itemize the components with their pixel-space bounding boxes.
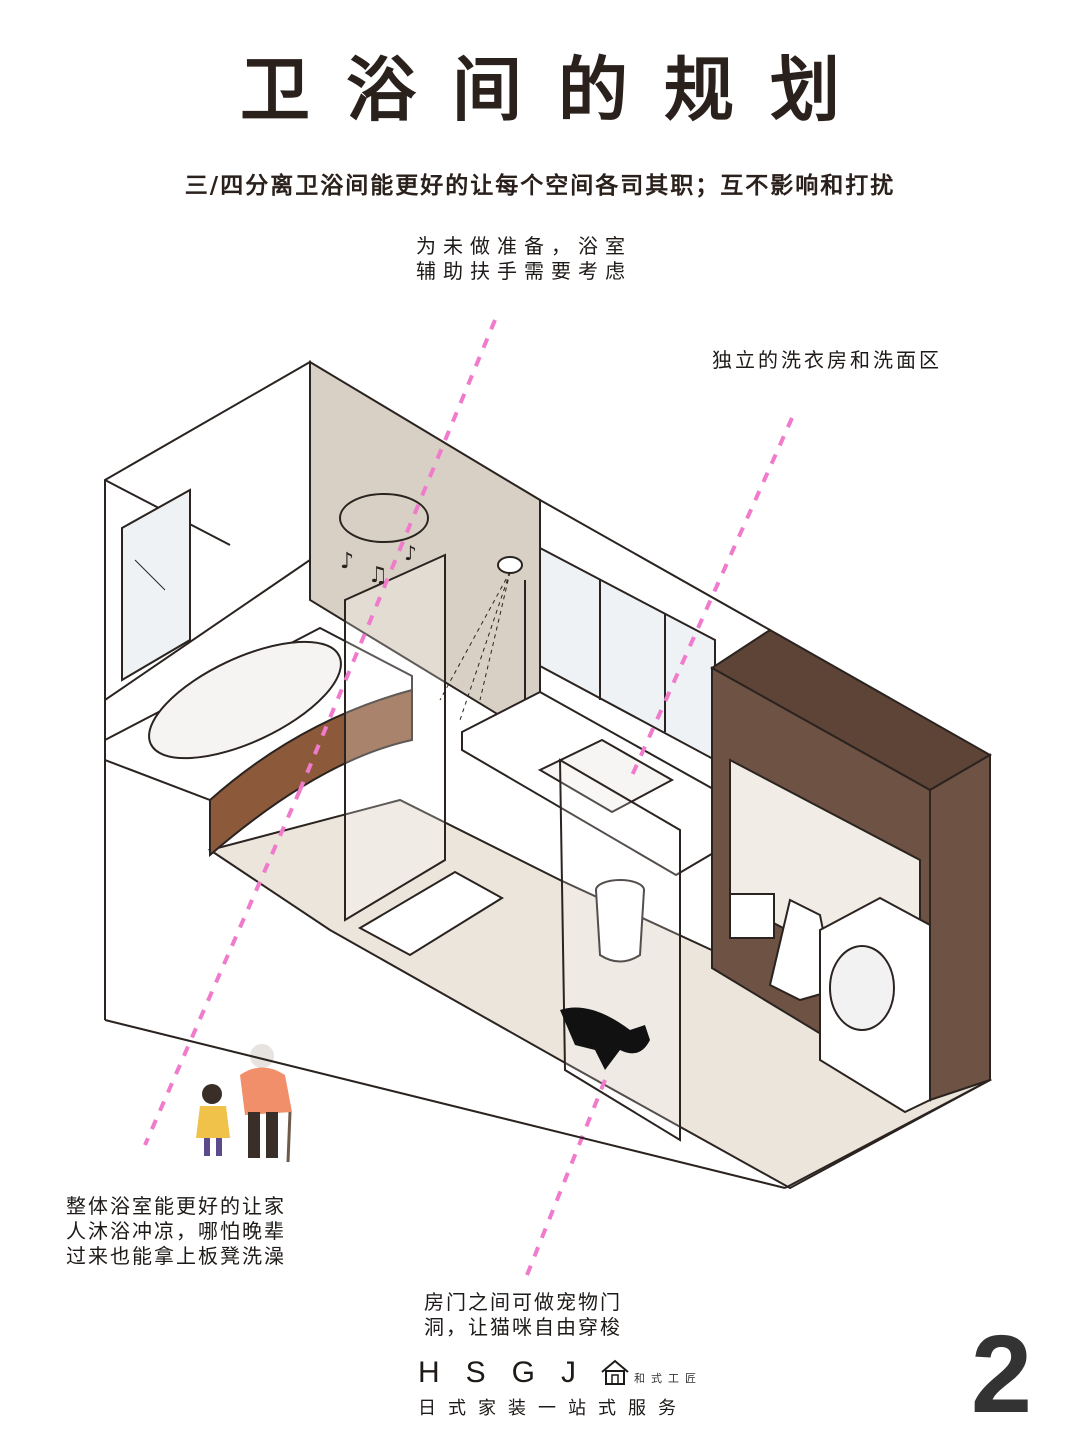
page-title: 卫浴间的规划 bbox=[240, 49, 876, 131]
storage-box bbox=[729, 893, 775, 939]
brand-letters: HSGJ bbox=[418, 1356, 603, 1389]
leader-pet bbox=[523, 1079, 607, 1281]
leader-laundry bbox=[628, 417, 794, 781]
shower-mat bbox=[357, 870, 504, 957]
page-subtitle: 三/四分离卫浴间能更好的让每个空间各司其职；互不影响和打扰 bbox=[184, 173, 896, 199]
page-number: 2 bbox=[970, 1313, 1032, 1436]
brand-logo: HSGJ 和式工匠 日式家装一站式服务 bbox=[418, 1356, 738, 1420]
sink bbox=[537, 738, 675, 814]
brand-tagline: 日式家装一站式服务 bbox=[418, 1398, 688, 1419]
bathtub-panel bbox=[209, 688, 413, 858]
people-illustration bbox=[196, 1044, 292, 1163]
cabinet-side bbox=[929, 753, 991, 1102]
leader-handrail bbox=[298, 319, 497, 791]
cat-icon bbox=[560, 1007, 650, 1070]
annotation-laundry: 独立的洗衣房和洗面区 bbox=[712, 348, 942, 372]
hanging-shirt bbox=[768, 898, 837, 1002]
music-note-icon: ♫ bbox=[368, 563, 388, 588]
washer-door bbox=[829, 945, 895, 1031]
ceiling-light bbox=[339, 493, 429, 543]
music-note-icon: ♪ bbox=[404, 541, 417, 565]
shower-head-icon bbox=[497, 556, 523, 574]
music-note-icon: ♪ bbox=[340, 549, 354, 574]
house-icon bbox=[601, 1359, 629, 1385]
annotation-bath: 整体浴室能更好的让家 人沐浴冲凉，哪怕晚辈 过来也能拿上板凳洗澡 bbox=[66, 1194, 286, 1268]
brand-small-text: 和式工匠 bbox=[634, 1372, 702, 1385]
annotation-pet-door: 房门之间可做宠物门 洞，让猫咪自由穿梭 bbox=[424, 1290, 622, 1339]
annotation-handrail: 为未做准备，浴室 辅助扶手需要考虑 bbox=[416, 234, 632, 283]
bathtub-basin bbox=[148, 640, 342, 760]
shower-glass bbox=[344, 553, 446, 922]
leader-bath bbox=[143, 789, 302, 1146]
window-left bbox=[121, 488, 191, 682]
